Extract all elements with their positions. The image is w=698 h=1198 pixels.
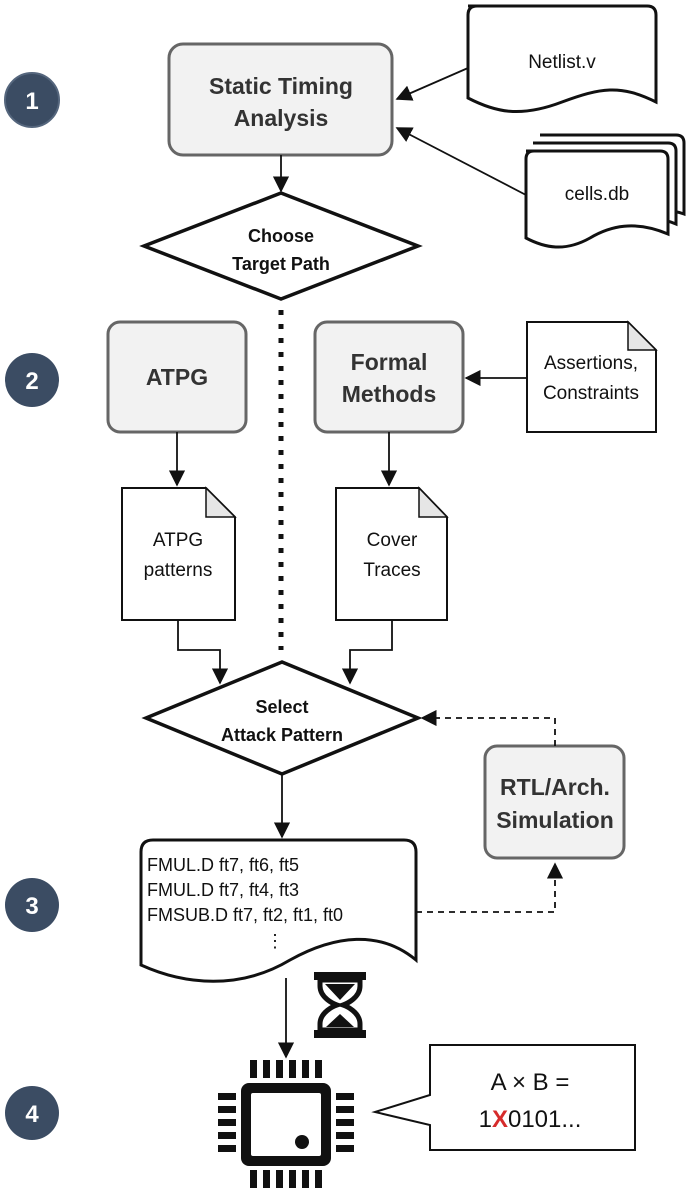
step-number: 1 [25,88,38,115]
formal-label-line1: Formal [351,349,428,375]
cells-db-label: cells.db [565,184,629,205]
cover-traces-label-line2: Traces [363,560,420,581]
rtl-label-line2: Simulation [496,807,614,833]
arrow-netlist-to-sta [395,67,469,101]
step-badge-3: 3 [5,878,59,932]
result-equation: A × B = [491,1069,570,1096]
rtl-arch-simulation-box: RTL/Arch. Simulation [483,744,626,860]
select-attack-pattern-decision: Select Attack Pattern [141,660,423,776]
static-timing-analysis-box: Static Timing Analysis [167,42,394,157]
assertions-label-line1: Assertions, [544,353,638,374]
choose-target-path-decision: Choose Target Path [139,191,423,301]
code-ellipsis: ⋮ [266,931,284,951]
result-speech-bubble: A × B = 1X0101... [371,1044,636,1151]
select-label-line1: Select [255,697,308,717]
sta-label-line2: Analysis [234,105,329,131]
step-badge-4: 4 [5,1086,59,1140]
formal-methods-box: Formal Methods [313,320,465,434]
hourglass-icon [314,972,366,1038]
atpg-label: ATPG [146,364,208,390]
step-badge-1: 1 [4,72,60,128]
result-suffix: 0101... [508,1106,581,1133]
choose-label-line1: Choose [248,226,314,246]
netlist-label: Netlist.v [528,52,596,73]
cells-db-documents: cells.db [524,133,686,249]
assertions-label-line2: Constraints [543,383,639,404]
chip-icon [218,1060,354,1188]
arrow-patterns-to-select [177,620,229,685]
step-number: 4 [25,1101,39,1128]
formal-label-line2: Methods [342,381,437,407]
result-error-bit: X [492,1106,508,1133]
code-line-3: FMSUB.D ft7, ft2, ft1, ft0 [147,905,343,925]
arrow-traces-to-select [341,620,393,685]
rtl-label-line1: RTL/Arch. [500,774,610,800]
attack-code-document: FMUL.D ft7, ft6, ft5 FMUL.D ft7, ft4, ft… [139,838,418,983]
arrow-cells-to-sta [395,127,527,196]
assertions-constraints-note: Assertions, Constraints [526,320,658,433]
select-label-line2: Attack Pattern [221,725,343,745]
cover-traces-note: Cover Traces [335,486,449,621]
netlist-document: Netlist.v [466,4,658,113]
step-number: 2 [25,368,38,395]
cover-traces-label-line1: Cover [367,530,418,551]
atpg-box: ATPG [106,320,248,434]
result-value: 1X0101... [479,1106,582,1133]
choose-label-line2: Target Path [232,254,330,274]
step-number: 3 [25,893,38,920]
atpg-patterns-label-line1: ATPG [153,530,203,551]
atpg-patterns-label-line2: patterns [144,560,213,581]
code-line-2: FMUL.D ft7, ft4, ft3 [147,880,299,900]
dashed-arrow-sim-to-select [420,709,556,746]
step-badge-2: 2 [5,353,59,407]
dashed-arrow-code-to-sim [416,862,564,913]
code-line-1: FMUL.D ft7, ft6, ft5 [147,855,299,875]
atpg-patterns-note: ATPG patterns [121,486,237,621]
result-prefix: 1 [479,1106,492,1133]
sta-label-line1: Static Timing [209,73,353,99]
